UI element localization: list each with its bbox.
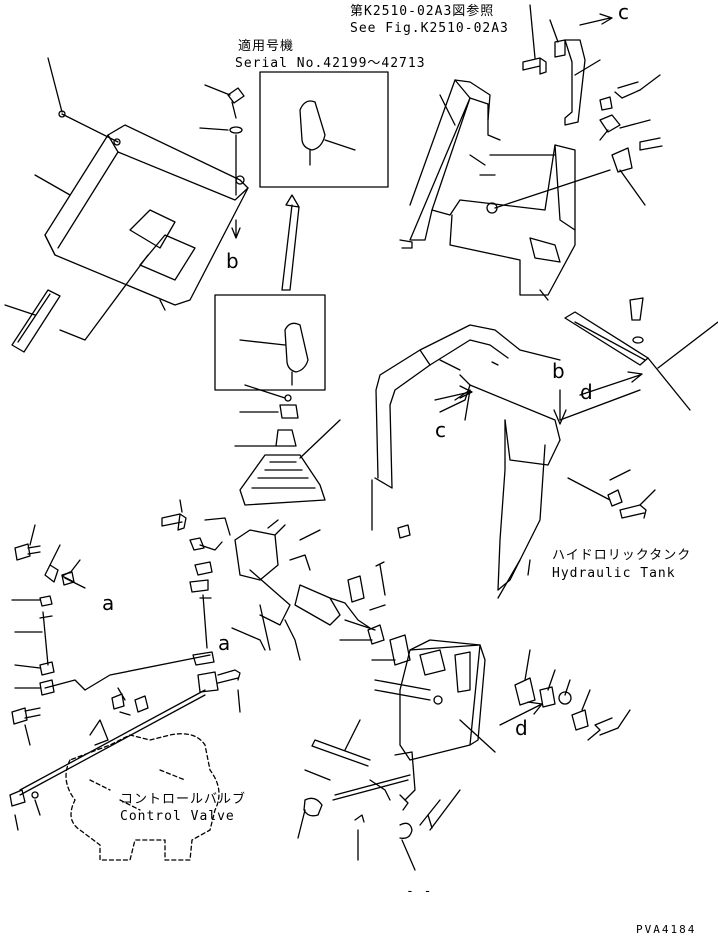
cover-bolt bbox=[199, 84, 245, 239]
linkage-arm bbox=[234, 519, 376, 661]
connection-label-c-top: c bbox=[618, 0, 629, 24]
figure-reference-en: See Fig.K2510-02A3 bbox=[350, 21, 509, 36]
dash-mark: - - bbox=[406, 884, 433, 899]
control-valve-en: Control Valve bbox=[120, 809, 235, 824]
spring-parts bbox=[354, 789, 461, 871]
ref-pointer bbox=[439, 94, 456, 126]
pins-bushings bbox=[339, 561, 411, 666]
lever-plate bbox=[374, 639, 496, 761]
lever-bar bbox=[564, 297, 718, 411]
serial-note-ja: 適用号機 bbox=[238, 39, 295, 54]
drawing-code: PVA4184 bbox=[636, 923, 697, 936]
small-clip bbox=[397, 524, 411, 539]
arrow-a-left bbox=[61, 571, 86, 589]
hydraulic-tank-en: Hydraulic Tank bbox=[552, 566, 676, 581]
tank-bolts bbox=[567, 469, 656, 519]
connection-label-d-right: d bbox=[580, 380, 593, 404]
figure-reference-ja: 第K2510-02A3図参照 bbox=[350, 4, 495, 19]
bracket-assembly bbox=[399, 79, 576, 301]
valve-linkage bbox=[9, 687, 206, 831]
connection-label-b-right: b bbox=[552, 359, 565, 383]
arrow-c-mid bbox=[434, 385, 473, 401]
tank-pointer bbox=[527, 559, 531, 576]
arrow-c-top bbox=[579, 13, 613, 26]
arrow-b-right bbox=[553, 389, 567, 425]
control-valve-ja: コントロールバルブ bbox=[120, 792, 247, 807]
console-cover bbox=[44, 124, 249, 311]
inset-box-std-knob bbox=[214, 294, 326, 391]
hydraulic-tank-ja: ハイドロリックタンク bbox=[552, 548, 692, 563]
rod-knob bbox=[297, 797, 323, 839]
connection-label-a-left: a bbox=[102, 591, 115, 615]
right-bushing bbox=[514, 649, 631, 741]
alt-knob bbox=[299, 100, 356, 166]
knob-nut bbox=[234, 384, 299, 447]
control-valve-body bbox=[65, 733, 220, 861]
tank-leader bbox=[497, 559, 521, 599]
connection-label-c-mid: c bbox=[435, 418, 446, 442]
bracket-bolts bbox=[494, 4, 663, 209]
rubber-boot bbox=[239, 419, 341, 506]
hanger-bracket bbox=[564, 39, 601, 126]
linkage-bolts bbox=[161, 499, 241, 713]
std-knob bbox=[239, 322, 309, 386]
connection-label-d-lower: d bbox=[515, 716, 528, 740]
inset-box-alt-knob bbox=[259, 71, 389, 188]
connection-label-a-mid: a bbox=[218, 631, 231, 655]
main-rod bbox=[304, 719, 416, 811]
serial-note-en: Serial No.42199〜42713 bbox=[235, 56, 426, 71]
connection-label-b-left: b bbox=[226, 249, 239, 273]
arrow-a-mid bbox=[231, 627, 266, 651]
left-column-parts bbox=[11, 524, 211, 746]
arrow-d-right bbox=[579, 371, 643, 396]
arrow-d-lower bbox=[499, 701, 543, 726]
grip-handle bbox=[11, 289, 61, 353]
upgrade-arrow bbox=[281, 194, 300, 291]
